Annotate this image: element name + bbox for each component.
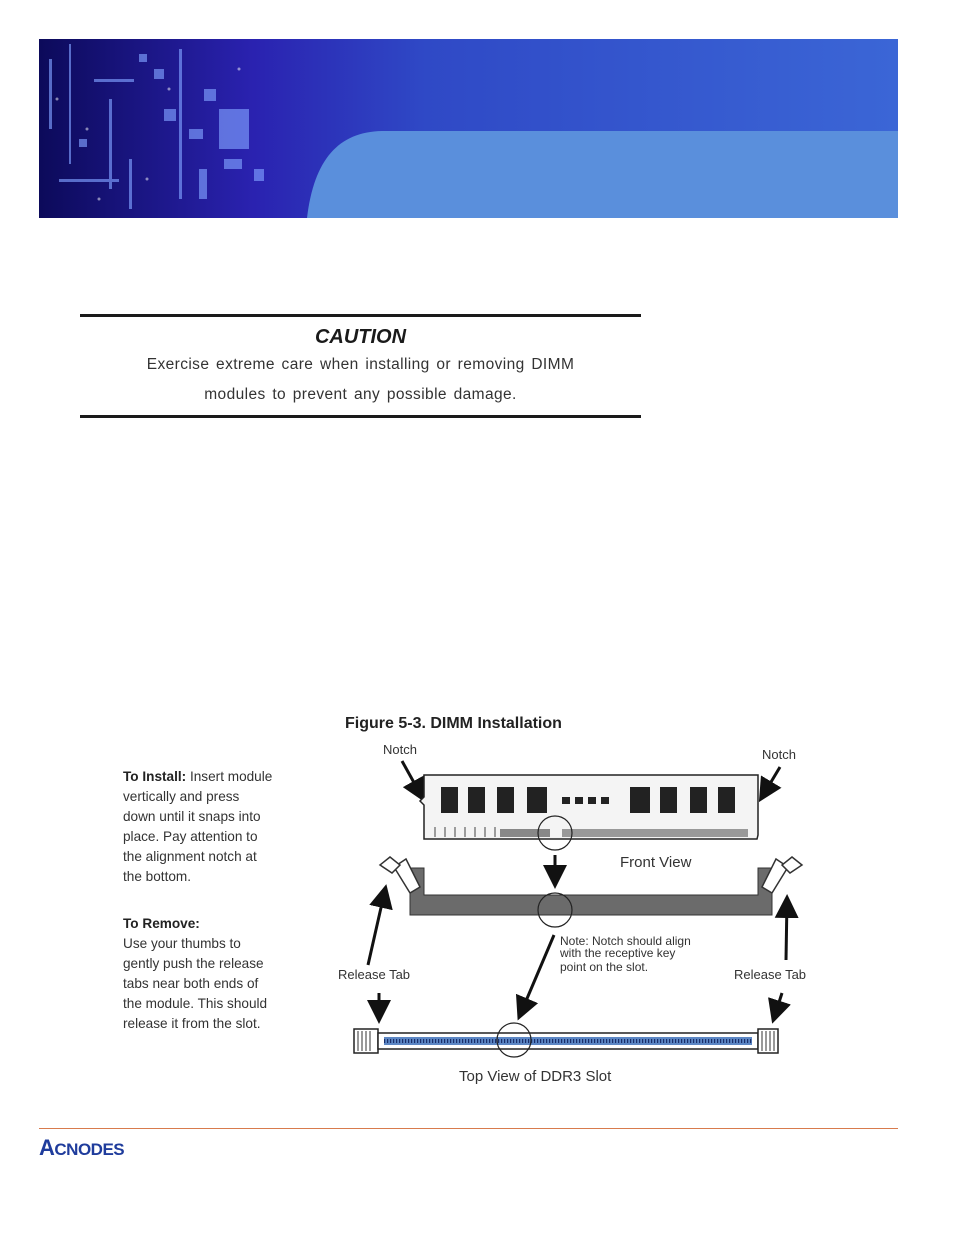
notch-left-arrow: [400, 760, 425, 803]
caution-bottom-rule: [80, 415, 641, 418]
release-tab-left-label: Release Tab: [338, 967, 410, 982]
notch-right-arrow: [758, 766, 782, 803]
notch-highlight-circle-slot: [537, 892, 573, 928]
remove-line: gently push the release: [123, 956, 264, 971]
caution-top-rule: [80, 314, 641, 317]
note-line-1: Note: Notch should align: [560, 934, 691, 948]
install-line: vertically and press: [123, 789, 240, 804]
release-right-arrow-up: [774, 894, 799, 961]
install-line: the alignment notch at: [123, 849, 257, 864]
remove-label: To Remove:: [123, 916, 200, 931]
release-tab-right-icon: [761, 856, 804, 895]
install-label: To Install:: [123, 769, 187, 784]
release-tab-left-icon: [378, 856, 421, 895]
note-line-3: point on the slot.: [560, 960, 648, 974]
caution-box: CAUTION Exercise extreme care when insta…: [80, 314, 641, 418]
release-tab-right-label: Release Tab: [734, 967, 806, 982]
notch-left-label: Notch: [383, 742, 417, 757]
notch-to-slot-arrow: [515, 934, 556, 1021]
svg-text:ACNODES: ACNODES: [39, 1135, 124, 1160]
remove-line: the module. This should: [123, 996, 268, 1011]
figure-title: Figure 5-3. DIMM Installation: [345, 715, 562, 732]
top-view-label: Top View of DDR3 Slot: [459, 1068, 612, 1085]
caution-text-line-2: modules to prevent any possible damage.: [204, 386, 517, 403]
install-instructions: To Install: Insert module vertically and…: [123, 767, 318, 887]
install-line: down until it snaps into: [123, 809, 261, 824]
circuit-board-banner-image: [39, 39, 898, 218]
install-first-line: To Install: Insert module: [123, 767, 318, 787]
remove-line: tabs near both ends of: [123, 976, 259, 991]
remove-line: release it from the slot.: [123, 1016, 261, 1031]
install-line: the bottom.: [123, 869, 192, 884]
note-line-2: with the receptive key: [559, 946, 675, 960]
dimm-slot-side-view: [378, 856, 804, 928]
install-line: place. Pay attention to: [123, 829, 258, 844]
notch-highlight-circle-module: [537, 815, 573, 851]
notch-right-label: Notch: [762, 747, 796, 762]
notch-highlight-circle-top: [496, 1022, 532, 1058]
caution-title: CAUTION: [314, 326, 407, 348]
acnodes-logo: ACNODES: [39, 1134, 199, 1160]
release-left-arrow-up: [366, 884, 393, 966]
remove-line: Use your thumbs to: [123, 936, 241, 951]
dimm-installation-diagram: Notch Notch Front View: [338, 742, 806, 1085]
acnodes-logo-image: ACNODES: [39, 1135, 125, 1160]
release-right-arrow-down: [768, 992, 791, 1024]
remove-instructions: To Remove: Use your thumbs to gently pus…: [123, 914, 318, 1034]
caution-text-line-1: Exercise extreme care when installing or…: [146, 356, 575, 373]
install-text-first: Insert module: [189, 769, 273, 784]
dimm-module-front-view: [418, 774, 759, 851]
front-view-label: Front View: [620, 854, 692, 871]
ddr3-slot-top-view: [353, 1022, 779, 1058]
header-banner: [39, 39, 898, 218]
footer-rule: [39, 1128, 898, 1129]
